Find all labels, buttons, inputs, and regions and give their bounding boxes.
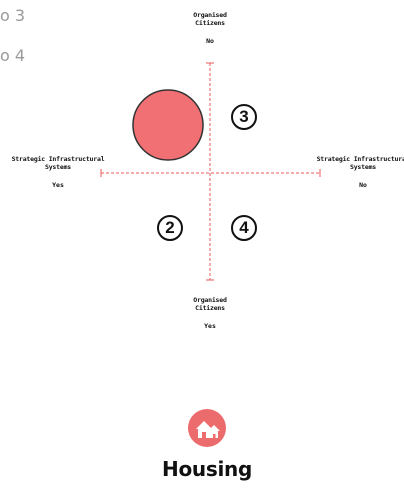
quadrant-2-number: 2 <box>157 215 183 241</box>
bottom-axis-label: Organised Citizens <box>193 296 227 312</box>
top-axis-label: Organised Citizens <box>193 11 227 27</box>
right-axis-value: No <box>359 181 367 189</box>
bottom-axis-value: Yes <box>204 322 216 330</box>
housing-title: Housing <box>162 457 252 481</box>
right-axis-label: Strategic Infrastructural Systems <box>316 155 404 171</box>
cut-off-label-top: o 3 <box>0 6 26 25</box>
housing-badge <box>188 409 226 447</box>
left-axis-label: Strategic Infrastructural Systems <box>11 155 105 171</box>
quadrant-3-number: 3 <box>231 104 257 130</box>
house-icon <box>196 421 220 438</box>
cut-off-label-bottom: o 4 <box>0 46 26 65</box>
left-axis-value: Yes <box>52 181 64 189</box>
quadrant-4-number: 4 <box>231 215 257 241</box>
top-axis-value: No <box>206 37 214 45</box>
position-marker <box>132 89 204 161</box>
